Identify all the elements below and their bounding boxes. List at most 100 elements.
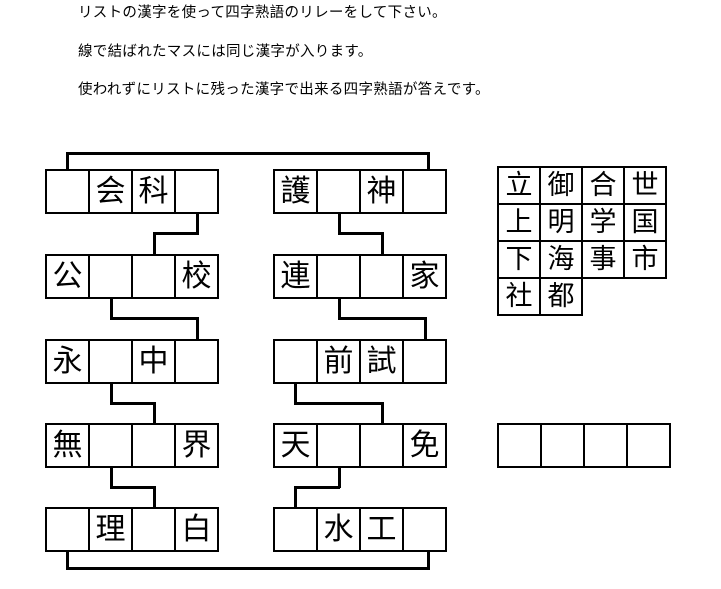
left-cell-4-4[interactable]: 界 bbox=[176, 425, 219, 468]
left-grid-row-4: 無 界 bbox=[45, 423, 219, 468]
kanji-list-cell-1-4[interactable]: 世 bbox=[625, 168, 667, 205]
connector-right-3-a bbox=[294, 382, 297, 404]
kanji-list-row-1: 立 御 合 世 bbox=[499, 168, 667, 205]
kanji-list-cell-1-2[interactable]: 御 bbox=[541, 168, 583, 205]
kanji-list-cell-3-3[interactable]: 事 bbox=[583, 242, 625, 279]
instructions-block: リストの漢字を使って四字熟語のリレーをして下さい。 線で結ばれたマスには同じ漢字… bbox=[78, 6, 678, 122]
right-cell-2-3[interactable] bbox=[361, 256, 404, 299]
right-grid-row-4: 天 免 bbox=[273, 423, 447, 468]
right-grid-row-1: 護 神 bbox=[273, 169, 447, 214]
right-cell-3-1[interactable] bbox=[275, 341, 318, 384]
left-cell-3-2[interactable] bbox=[90, 341, 133, 384]
answer-box bbox=[497, 423, 671, 468]
connector-right-2-a bbox=[338, 297, 341, 319]
connector-left-2-c bbox=[196, 317, 199, 339]
right-cell-3-4[interactable] bbox=[404, 341, 447, 384]
kanji-list-cell-2-1[interactable]: 上 bbox=[499, 205, 541, 242]
connector-right-2-c bbox=[424, 317, 427, 339]
right-cell-5-1[interactable] bbox=[275, 509, 318, 552]
left-cell-1-2[interactable]: 会 bbox=[90, 171, 133, 214]
right-cell-4-1[interactable]: 天 bbox=[275, 425, 318, 468]
left-cell-3-1[interactable]: 永 bbox=[47, 341, 90, 384]
connector-left-3-b bbox=[110, 402, 156, 405]
kanji-list-cell-4-2[interactable]: 都 bbox=[541, 279, 583, 316]
right-cell-4-2[interactable] bbox=[318, 425, 361, 468]
right-cell-5-4[interactable] bbox=[404, 509, 447, 552]
left-cell-2-2[interactable] bbox=[90, 256, 133, 299]
kanji-list-cell-2-3[interactable]: 学 bbox=[583, 205, 625, 242]
connector-left-4-a bbox=[110, 466, 113, 488]
right-grid-row-2: 連 家 bbox=[273, 254, 447, 299]
left-cell-5-2[interactable]: 理 bbox=[90, 509, 133, 552]
answer-cell-2[interactable] bbox=[542, 425, 585, 468]
connector-right-1-c bbox=[381, 232, 384, 254]
instruction-line-2: 線で結ばれたマスには同じ漢字が入ります。 bbox=[78, 43, 373, 60]
right-cell-1-2[interactable] bbox=[318, 171, 361, 214]
answer-cell-1[interactable] bbox=[499, 425, 542, 468]
right-cell-1-1[interactable]: 護 bbox=[275, 171, 318, 214]
kanji-list-cell-3-1[interactable]: 下 bbox=[499, 242, 541, 279]
connector-bottom-horizontal bbox=[66, 567, 430, 570]
connector-left-4-b bbox=[110, 486, 156, 489]
connector-left-2-b bbox=[110, 317, 199, 320]
left-cell-5-4[interactable]: 白 bbox=[176, 509, 219, 552]
connector-right-4-b bbox=[294, 486, 340, 489]
connector-right-1-b bbox=[338, 232, 384, 235]
answer-cell-4[interactable] bbox=[628, 425, 671, 468]
left-cell-2-3[interactable] bbox=[133, 256, 176, 299]
kanji-list-cell-3-4[interactable]: 市 bbox=[625, 242, 667, 279]
connector-top-horizontal bbox=[66, 152, 430, 155]
connector-right-4-a bbox=[338, 466, 341, 488]
left-cell-4-1[interactable]: 無 bbox=[47, 425, 90, 468]
right-cell-3-3[interactable]: 試 bbox=[361, 341, 404, 384]
kanji-list-cell-2-2[interactable]: 明 bbox=[541, 205, 583, 242]
right-cell-5-2[interactable]: 水 bbox=[318, 509, 361, 552]
left-grid-row-5: 理 白 bbox=[45, 507, 219, 552]
connector-left-3-c bbox=[153, 402, 156, 424]
right-cell-4-4[interactable]: 免 bbox=[404, 425, 447, 468]
instruction-line-1: リストの漢字を使って四字熟語のリレーをして下さい。 bbox=[78, 5, 447, 21]
connector-left-4-c bbox=[153, 486, 156, 508]
left-cell-2-4[interactable]: 校 bbox=[176, 256, 219, 299]
kanji-list-cell-1-1[interactable]: 立 bbox=[499, 168, 541, 205]
left-cell-1-3[interactable]: 科 bbox=[133, 171, 176, 214]
right-grid-row-5: 水 工 bbox=[273, 507, 447, 552]
kanji-list-row-3: 下 海 事 市 bbox=[499, 242, 667, 279]
left-cell-4-3[interactable] bbox=[133, 425, 176, 468]
right-cell-1-3[interactable]: 神 bbox=[361, 171, 404, 214]
left-grid-row-2: 公 校 bbox=[45, 254, 219, 299]
connector-bottom-right-stub bbox=[427, 550, 430, 570]
connector-left-1-a bbox=[196, 212, 199, 234]
kanji-list-cell-2-4[interactable]: 国 bbox=[625, 205, 667, 242]
left-grid-row-1: 会 科 bbox=[45, 169, 219, 214]
left-cell-2-1[interactable]: 公 bbox=[47, 256, 90, 299]
left-cell-3-3[interactable]: 中 bbox=[133, 341, 176, 384]
connector-right-4-c bbox=[294, 486, 297, 508]
connector-top-right-stub bbox=[427, 152, 430, 171]
right-cell-3-2[interactable]: 前 bbox=[318, 341, 361, 384]
right-cell-4-3[interactable] bbox=[361, 425, 404, 468]
connector-left-2-a bbox=[110, 297, 113, 319]
left-cell-5-3[interactable] bbox=[133, 509, 176, 552]
answer-cell-3[interactable] bbox=[585, 425, 628, 468]
left-cell-1-4[interactable] bbox=[176, 171, 219, 214]
connector-right-1-a bbox=[338, 212, 341, 234]
right-cell-2-4[interactable]: 家 bbox=[404, 256, 447, 299]
right-cell-2-2[interactable] bbox=[318, 256, 361, 299]
right-cell-5-3[interactable]: 工 bbox=[361, 509, 404, 552]
left-cell-5-1[interactable] bbox=[47, 509, 90, 552]
connector-left-1-b bbox=[153, 232, 199, 235]
left-cell-4-2[interactable] bbox=[90, 425, 133, 468]
kanji-list-row-2: 上 明 学 国 bbox=[499, 205, 667, 242]
kanji-list-cell-1-3[interactable]: 合 bbox=[583, 168, 625, 205]
kanji-list-cell-4-1[interactable]: 社 bbox=[499, 279, 541, 316]
kanji-list-cell-4-3-empty bbox=[583, 279, 623, 314]
right-cell-2-1[interactable]: 連 bbox=[275, 256, 318, 299]
left-cell-3-4[interactable] bbox=[176, 341, 219, 384]
right-cell-1-4[interactable] bbox=[404, 171, 447, 214]
left-grid-row-3: 永 中 bbox=[45, 339, 219, 384]
left-cell-1-1[interactable] bbox=[47, 171, 90, 214]
connector-left-1-c bbox=[153, 232, 156, 254]
kanji-list-cell-3-2[interactable]: 海 bbox=[541, 242, 583, 279]
connector-top-left-stub bbox=[66, 152, 69, 171]
